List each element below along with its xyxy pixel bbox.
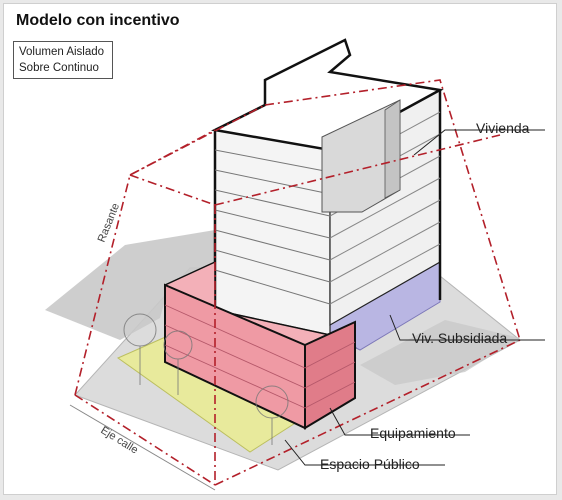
leader-lines — [284, 129, 545, 466]
legend-line-2: Sobre Continuo — [19, 62, 99, 74]
tower-floor-lines-left — [214, 149, 331, 305]
label-vivienda: Vivienda — [476, 120, 530, 136]
equipment-floor-lines — [164, 304, 356, 409]
tower-terrace-void — [321, 99, 401, 213]
building-shadow — [45, 230, 230, 340]
trees — [123, 313, 289, 445]
street-axis-line — [69, 404, 216, 491]
legend-box: Volumen Aislado Sobre Continuo — [13, 41, 113, 79]
tower-terrace-void-inner — [384, 99, 401, 199]
rasante-envelope — [74, 79, 521, 486]
label-espacio-publico: Espacio Público — [320, 456, 420, 472]
legend-line-1: Volumen Aislado — [19, 46, 105, 58]
label-equipamiento: Equipamiento — [370, 425, 456, 441]
diagram-title: Modelo con incentivo — [16, 12, 180, 29]
label-viv-subsidiada: Viv. Subsidiada — [412, 330, 507, 346]
building-shadow-right — [360, 320, 520, 385]
label-eje-calle: Eje calle — [98, 424, 140, 456]
